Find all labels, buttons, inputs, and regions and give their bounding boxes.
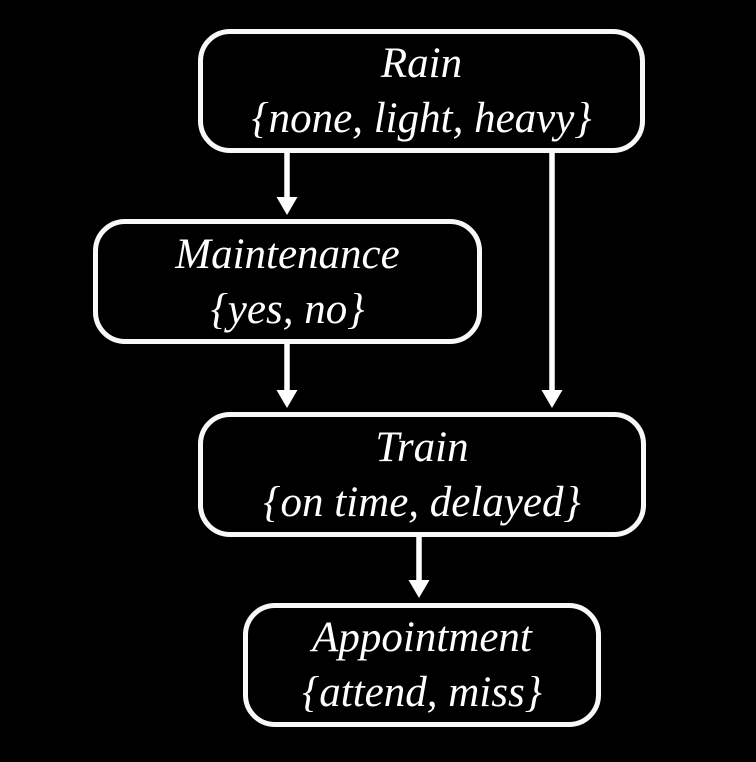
- node-appointment-values: {attend, miss}: [302, 669, 542, 716]
- node-maintenance-values: {yes, no}: [210, 285, 365, 333]
- node-rain-values: {none, light, heavy}: [251, 95, 592, 142]
- node-maintenance-label: Maintenance: [175, 230, 400, 278]
- edge-train-to-appointment: [408, 535, 430, 598]
- node-train-values: {on time, delayed}: [263, 478, 581, 526]
- edge-rain-to-maintenance: [276, 152, 298, 215]
- edge-rain-to-train: [541, 152, 563, 408]
- node-appointment-label: Appointment: [312, 614, 532, 661]
- node-train-label: Train: [375, 423, 469, 471]
- node-train: Train {on time, delayed}: [198, 412, 646, 537]
- edge-maintenance-to-train: [276, 342, 298, 408]
- node-appointment: Appointment {attend, miss}: [243, 603, 601, 727]
- node-rain: Rain {none, light, heavy}: [198, 29, 645, 153]
- node-maintenance: Maintenance {yes, no}: [93, 219, 482, 344]
- node-rain-label: Rain: [380, 40, 463, 87]
